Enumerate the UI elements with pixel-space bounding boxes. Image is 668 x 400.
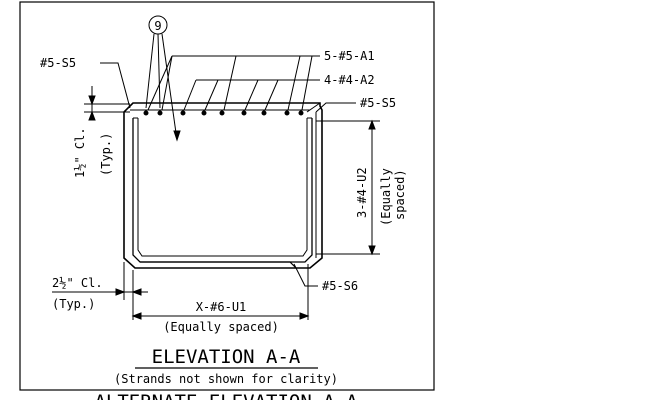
rebar-dot	[261, 110, 267, 116]
callout-a2: 4-#4-A2	[324, 73, 375, 87]
cutoff-caption: ALTERNATE ELEVATION A-A	[94, 391, 358, 400]
arrow-head	[173, 130, 181, 142]
rebar-dot	[157, 110, 163, 116]
callout-s5-left: #5-S5	[40, 56, 76, 70]
drawing-subtitle: (Strands not shown for clarity)	[114, 372, 338, 386]
mark-leader	[157, 33, 161, 109]
arrow-head	[88, 110, 96, 121]
dim-top-cover-label: 1½" Cl.	[73, 127, 87, 178]
a2-leader	[183, 79, 197, 111]
dim-u2-spacing-1: (Equally	[379, 168, 393, 226]
a2-leader	[204, 79, 219, 111]
mark-leader-arrow	[161, 33, 178, 141]
s5-right-leader	[315, 102, 356, 113]
dim-u1-spacing: (Equally spaced)	[163, 320, 279, 334]
beam-section-outline	[123, 102, 323, 269]
s5-left-leader	[100, 62, 131, 109]
rebar-dot	[298, 110, 304, 116]
sheet-border	[19, 1, 435, 391]
dim-bottom-cover-typ: (Typ.)	[52, 297, 95, 311]
rebar-dot	[219, 110, 225, 116]
mark-leader	[145, 33, 155, 109]
rebar-dot	[241, 110, 247, 116]
a1-leader	[147, 55, 173, 111]
dim-u2-spacing-2: spaced)	[393, 169, 407, 220]
arrow-head	[131, 288, 142, 296]
stirrup-s5-inner	[137, 118, 308, 257]
rebar-dot	[201, 110, 207, 116]
a1-leader	[161, 55, 173, 111]
dim-u2-count: 3-#4-U2	[355, 167, 369, 218]
arrow-head	[368, 245, 376, 256]
a1-leader	[287, 55, 301, 111]
bar-s6-bottom	[140, 261, 297, 269]
drawing-title: ELEVATION A-A	[152, 346, 301, 368]
stirrup-s5-left	[132, 118, 313, 263]
arrow-head	[115, 288, 126, 296]
arrow-head	[368, 119, 376, 130]
rebar-dot	[284, 110, 290, 116]
arrow-head	[299, 312, 310, 320]
callout-s6: #5-S6	[322, 279, 358, 293]
dim-bottom-cover-label: 2½" Cl.	[52, 276, 103, 290]
a2-leader	[264, 79, 279, 111]
a2-leader	[244, 79, 259, 111]
s6-leader	[293, 263, 318, 287]
callout-s5-right: #5-S5	[360, 96, 396, 110]
mark-number: 9	[154, 19, 161, 33]
rebar-dot	[143, 110, 149, 116]
arrow-head	[131, 312, 142, 320]
beam-top-right-step	[306, 102, 321, 113]
dim-u1-count: X-#6-U1	[196, 300, 247, 314]
dim-top-cover-typ: (Typ.)	[99, 133, 113, 176]
arrow-head	[88, 95, 96, 106]
a1-leader	[301, 55, 313, 111]
rebar-dot	[180, 110, 186, 116]
a1-leader	[223, 55, 237, 111]
callout-a1: 5-#5-A1	[324, 49, 375, 63]
